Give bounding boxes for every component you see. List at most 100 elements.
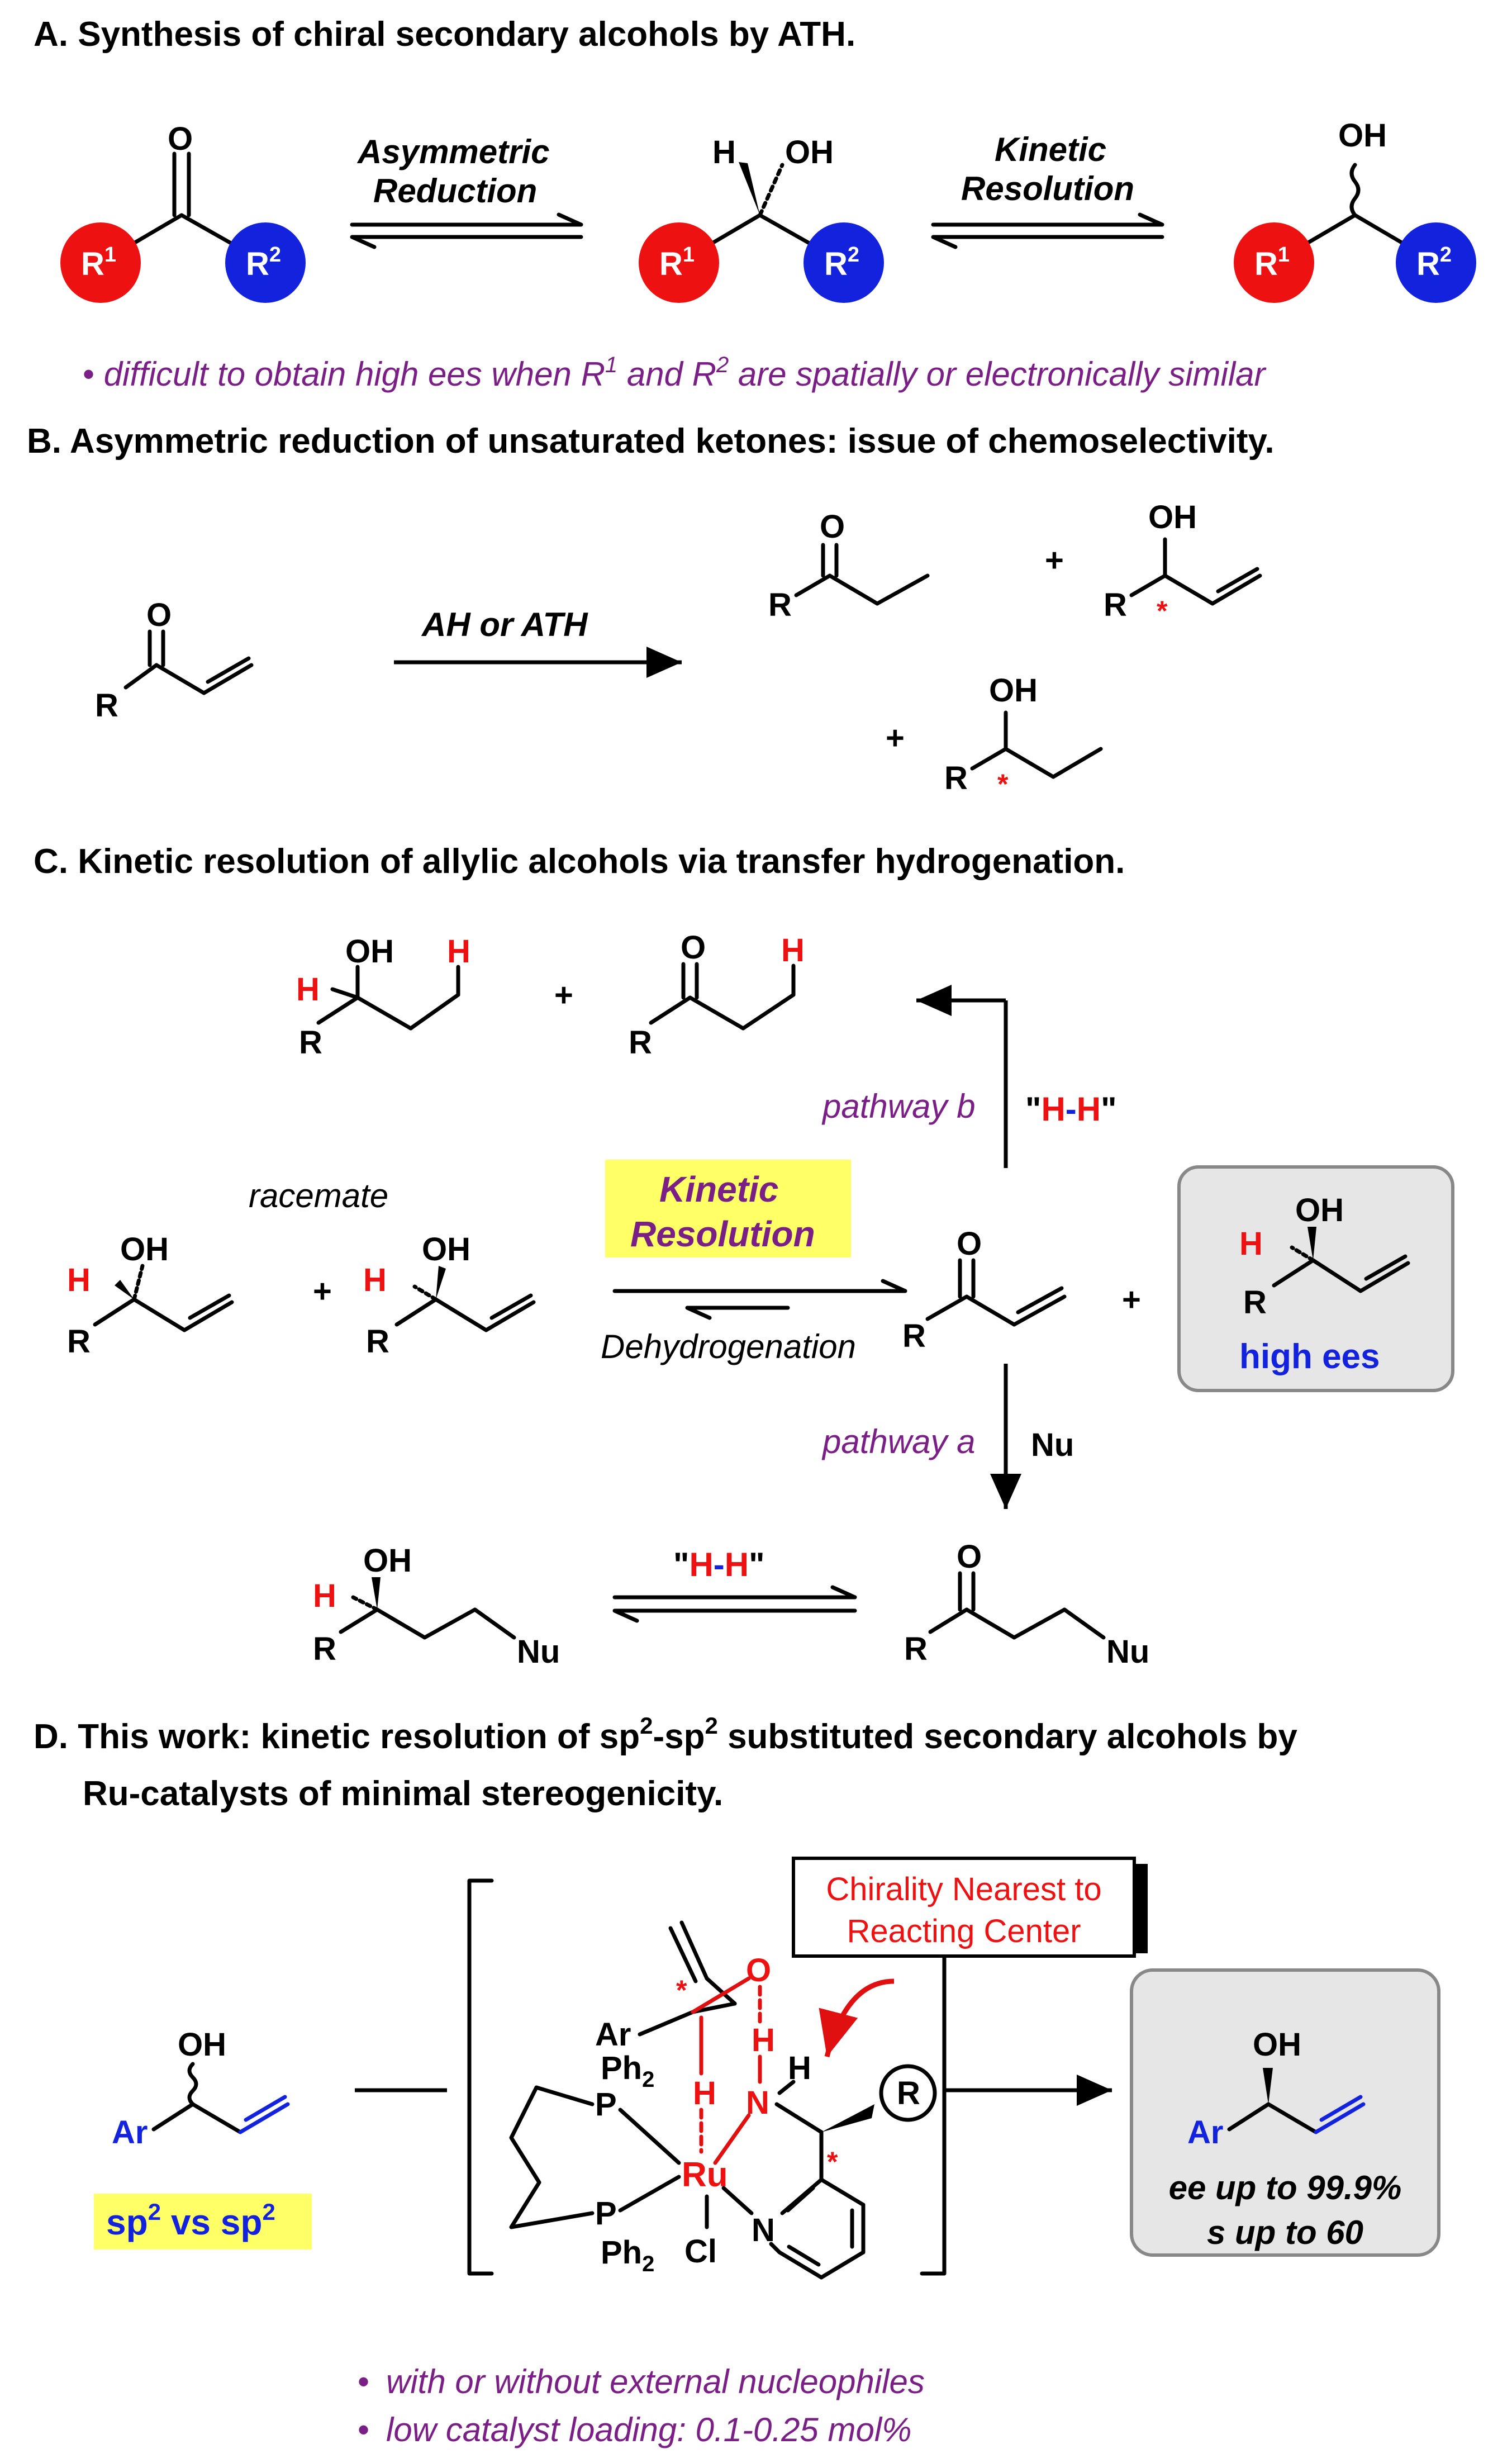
svg-text:R1: R1 — [81, 243, 116, 282]
section-a-title: A. Synthesis of chiral secondary alcohol… — [34, 15, 855, 54]
svg-text:OH: OH — [178, 2027, 226, 2063]
svg-text:H: H — [447, 933, 470, 970]
left-bracket — [467, 1878, 494, 2276]
svg-text:H: H — [693, 2075, 716, 2111]
chirality-callout: Chirality Nearest to Reacting Center — [792, 1857, 1148, 2058]
svg-text:R2: R2 — [246, 243, 281, 282]
svg-text:Ru: Ru — [682, 2156, 728, 2194]
svg-text:Cl: Cl — [684, 2233, 717, 2270]
section-b-title: B. Asymmetric reduction of unsaturated k… — [27, 422, 1275, 461]
svg-text:H: H — [1239, 1226, 1263, 1262]
svg-text:*: * — [1157, 595, 1168, 627]
svg-text:OH: OH — [1295, 1192, 1344, 1228]
svg-text:R: R — [944, 760, 968, 796]
svg-text:R: R — [902, 1318, 926, 1354]
svg-text:*: * — [676, 1975, 687, 2006]
svg-text:R: R — [629, 1024, 652, 1061]
svg-text:+: + — [1122, 1282, 1141, 1318]
saturated-alcohol-product: OH R * — [944, 672, 1103, 800]
svg-text:H: H — [752, 2022, 775, 2058]
svg-text:Ar: Ar — [595, 2016, 631, 2053]
svg-text:Ph2: Ph2 — [601, 2050, 654, 2092]
svg-text:Reduction: Reduction — [373, 172, 537, 210]
enone-structure: O R — [95, 597, 254, 724]
allylic-alcohol-product: OH R * — [1104, 499, 1262, 627]
svg-text:H: H — [363, 1262, 387, 1298]
section-a-bullet: • difficult to obtain high ees when R1 a… — [83, 353, 1267, 393]
svg-text:OH: OH — [989, 672, 1038, 709]
svg-text:OH: OH — [345, 933, 394, 970]
svg-text:R2: R2 — [1416, 243, 1452, 282]
racemate-label: racemate — [249, 1177, 388, 1214]
pathway-a-arrow: pathway a Nu — [821, 1364, 1074, 1509]
svg-text:OH: OH — [785, 134, 834, 170]
svg-text:O: O — [957, 1226, 982, 1262]
svg-text:OH: OH — [1148, 499, 1197, 535]
svg-text:Reacting Center: Reacting Center — [847, 1913, 1081, 1949]
svg-text:OH: OH — [1253, 2027, 1301, 2063]
section-d-title-line2: Ru-catalysts of minimal stereogenicity. — [83, 1774, 723, 1813]
saturated-ketone-product: O R — [768, 509, 930, 623]
svg-text:R: R — [904, 1631, 928, 1667]
svg-text:+: + — [554, 977, 573, 1013]
pathway-b-arrow: pathway b "H-H" — [821, 985, 1117, 1168]
r1-circle — [60, 222, 141, 303]
svg-text:Ph2: Ph2 — [601, 2234, 654, 2276]
svg-text:R1: R1 — [659, 243, 695, 282]
svg-text:ee up to 99.9%: ee up to 99.9% — [1169, 2169, 1402, 2206]
svg-text:P: P — [595, 2086, 617, 2123]
svg-text:O: O — [820, 509, 845, 545]
svg-text:Nu: Nu — [1106, 1634, 1149, 1670]
plus-sign: + — [886, 720, 905, 756]
svg-text:Resolution: Resolution — [630, 1214, 815, 1254]
plus-sign: + — [1045, 542, 1064, 578]
svg-text:+: + — [313, 1273, 332, 1309]
svg-text:O: O — [746, 1952, 771, 1989]
svg-text:O: O — [957, 1539, 982, 1575]
sp2-vs-sp2-label: sp2 vs sp2 — [94, 2194, 312, 2250]
svg-text:Nu: Nu — [517, 1634, 560, 1670]
svg-text:Chirality Nearest to: Chirality Nearest to — [826, 1871, 1101, 1907]
svg-text:R: R — [1104, 587, 1127, 623]
svg-text:pathway a: pathway a — [821, 1423, 976, 1460]
svg-text:pathway b: pathway b — [821, 1088, 976, 1125]
hh-equilibrium-arrow: "H-H" — [612, 1546, 857, 1623]
svg-text:H: H — [788, 2050, 811, 2086]
kinetic-resolution-arrow-a: Kinetic Resolution — [931, 131, 1164, 249]
svg-text:R: R — [95, 687, 118, 724]
nu-alcohol: OH H R Nu — [313, 1543, 560, 1670]
svg-text:R: R — [1243, 1284, 1267, 1321]
svg-text:Asymmetric: Asymmetric — [356, 133, 550, 170]
svg-text:R: R — [366, 1323, 389, 1360]
svg-text:OH: OH — [363, 1543, 412, 1579]
result-box: OH Ar ee up to 99.9% s up to 60 — [1130, 1968, 1440, 2257]
svg-text:Nu: Nu — [1031, 1427, 1074, 1463]
svg-text:s up to 60: s up to 60 — [1207, 2214, 1363, 2251]
bullet-nucleophiles: •with or without external nucleophiles — [358, 2363, 925, 2400]
hydrogenated-alcohol: OH H H R — [296, 933, 470, 1061]
section-d-title-line1: D. This work: kinetic resolution of sp2-… — [34, 1712, 1297, 1756]
svg-text:OH: OH — [120, 1231, 169, 1268]
svg-text:"H-H": "H-H" — [673, 1546, 765, 1583]
svg-text:H: H — [296, 971, 320, 1008]
ah-ath-arrow: AH or ATH — [394, 606, 682, 678]
svg-text:O: O — [681, 929, 706, 966]
ruthenium-catalyst-ts: Ar O * H H N H Ru Cl N P P Ph2 Ph2 — [509, 1920, 937, 2280]
svg-text:O: O — [146, 597, 172, 633]
svg-text:O: O — [168, 121, 193, 157]
svg-text:H: H — [313, 1578, 336, 1614]
racemate-enantiomer-2: OH H R — [363, 1231, 536, 1360]
hydrogenated-ketone: O H R — [629, 929, 805, 1061]
svg-text:*: * — [827, 2146, 838, 2177]
svg-text:R1: R1 — [1254, 243, 1290, 282]
svg-text:P: P — [595, 2195, 617, 2232]
high-ees-label: high ees — [1239, 1337, 1380, 1376]
dehydrogenation-arrow: Dehydrogenation — [601, 1279, 907, 1365]
svg-text:OH: OH — [1338, 117, 1387, 154]
r2-circle — [225, 222, 306, 303]
svg-text:OH: OH — [422, 1231, 470, 1268]
svg-text:R: R — [299, 1024, 322, 1061]
svg-text:H: H — [781, 932, 805, 969]
